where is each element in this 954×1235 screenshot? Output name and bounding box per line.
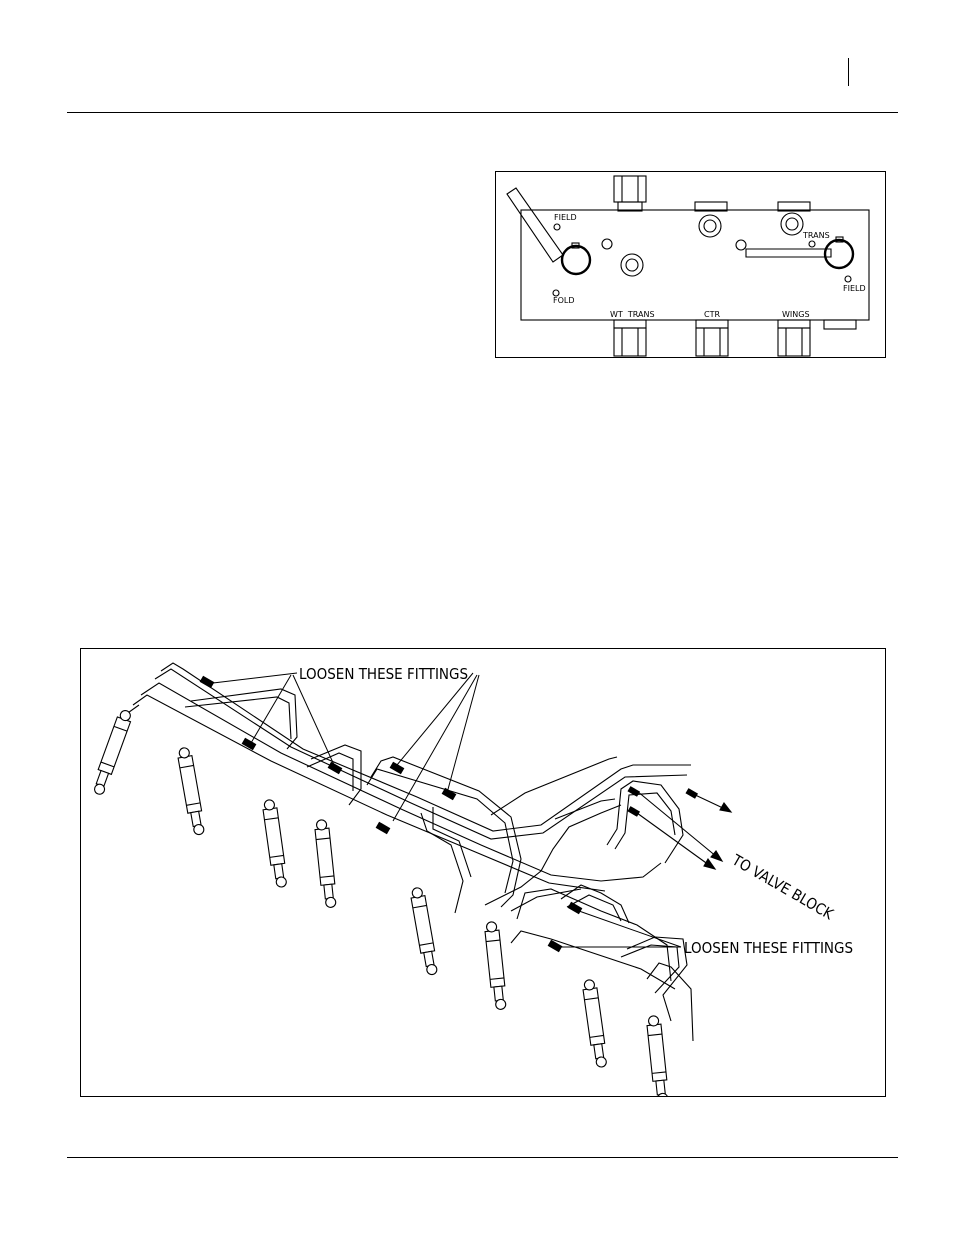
cylinder-3	[262, 799, 288, 888]
field-detent-right	[845, 276, 851, 282]
valve-hole	[602, 239, 612, 249]
callout-loosen-fittings-bottom: LOOSEN THESE FITTINGS	[684, 939, 853, 957]
cylinder-2	[177, 747, 206, 836]
top-port-middle	[695, 202, 727, 237]
cylinder-1	[90, 708, 133, 795]
label-wings: WINGS	[782, 310, 810, 319]
fold-lever[interactable]	[507, 188, 590, 274]
label-wt-trans: WT TRANS	[610, 310, 655, 319]
cylinder-4	[314, 819, 337, 908]
label-field-right: FIELD	[843, 284, 866, 293]
label-to-valve-block: TO VALVE BLOCK	[728, 850, 837, 924]
hose-routing-figure: LOOSEN THESE FITTINGS LOOSEN THESE FITTI…	[80, 648, 886, 1097]
label-fold: FOLD	[553, 296, 575, 305]
label-ctr: CTR	[704, 310, 720, 319]
valve-block-figure: FIELD FOLD TRANS FIELD WT TRANS CTR WING…	[495, 171, 886, 358]
cylinder-6	[484, 921, 507, 1010]
header-page-mark	[848, 58, 849, 86]
cylinder-7	[582, 979, 608, 1068]
callout-leaders-bottom	[561, 911, 681, 947]
bottom-port-ctr	[696, 320, 728, 356]
bottom-port-wings	[778, 320, 810, 356]
header-rule	[67, 112, 898, 113]
top-port-left	[614, 176, 646, 211]
valve-port-round	[621, 254, 643, 276]
valve-block-arrows	[637, 791, 731, 869]
valve-hole	[736, 240, 746, 250]
field-detent-left	[554, 224, 560, 230]
bottom-port-plug	[824, 320, 856, 329]
footer-rule	[67, 1157, 898, 1158]
bottom-port-wt-trans	[614, 320, 646, 356]
hose-lines	[125, 663, 693, 1041]
trans-detent	[809, 241, 815, 247]
cylinder-8	[646, 1015, 669, 1096]
cylinder-5	[410, 887, 439, 976]
callout-loosen-fittings-top: LOOSEN THESE FITTINGS	[299, 665, 468, 683]
label-field-left: FIELD	[554, 213, 577, 222]
label-trans: TRANS	[802, 231, 830, 240]
trans-lever[interactable]	[746, 237, 853, 268]
